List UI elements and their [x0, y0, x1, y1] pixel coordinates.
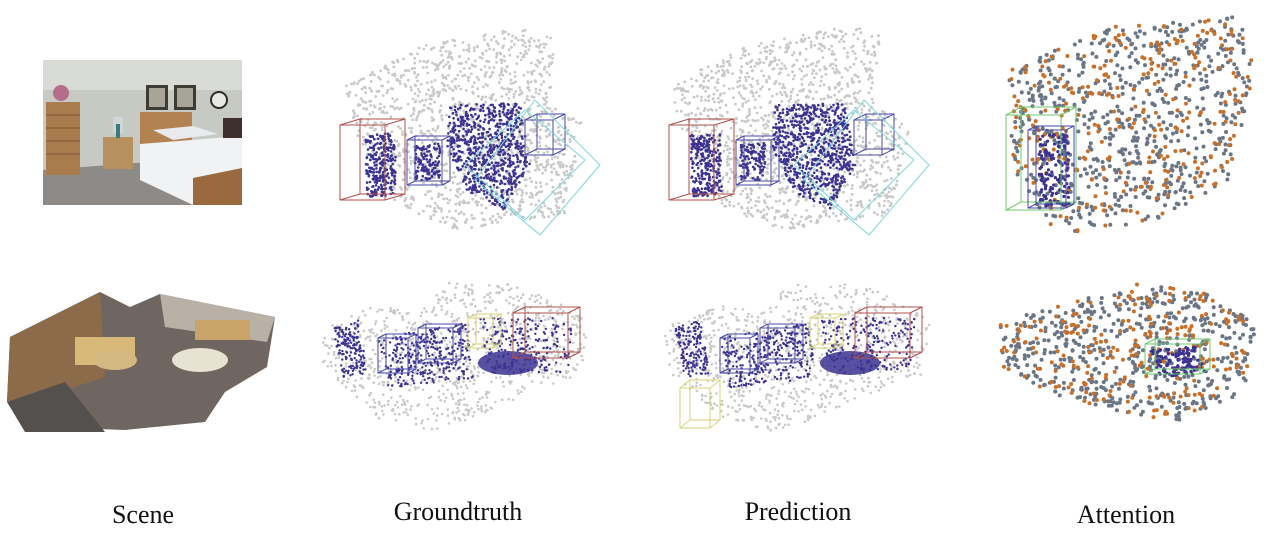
scene-point-cloud-room [5, 282, 282, 432]
caption-attention: Attention [1076, 500, 1176, 529]
attention-bottom [995, 282, 1260, 430]
scene-photo-bedroom [43, 60, 242, 205]
caption-groundtruth: Groundtruth [393, 497, 523, 526]
caption-prediction: Prediction [744, 497, 852, 526]
attention-top [998, 10, 1260, 238]
prediction-top [660, 15, 940, 240]
caption-scene: Scene [111, 500, 175, 529]
prediction-bottom [660, 278, 940, 436]
groundtruth-top [335, 15, 605, 240]
groundtruth-bottom [318, 278, 603, 436]
